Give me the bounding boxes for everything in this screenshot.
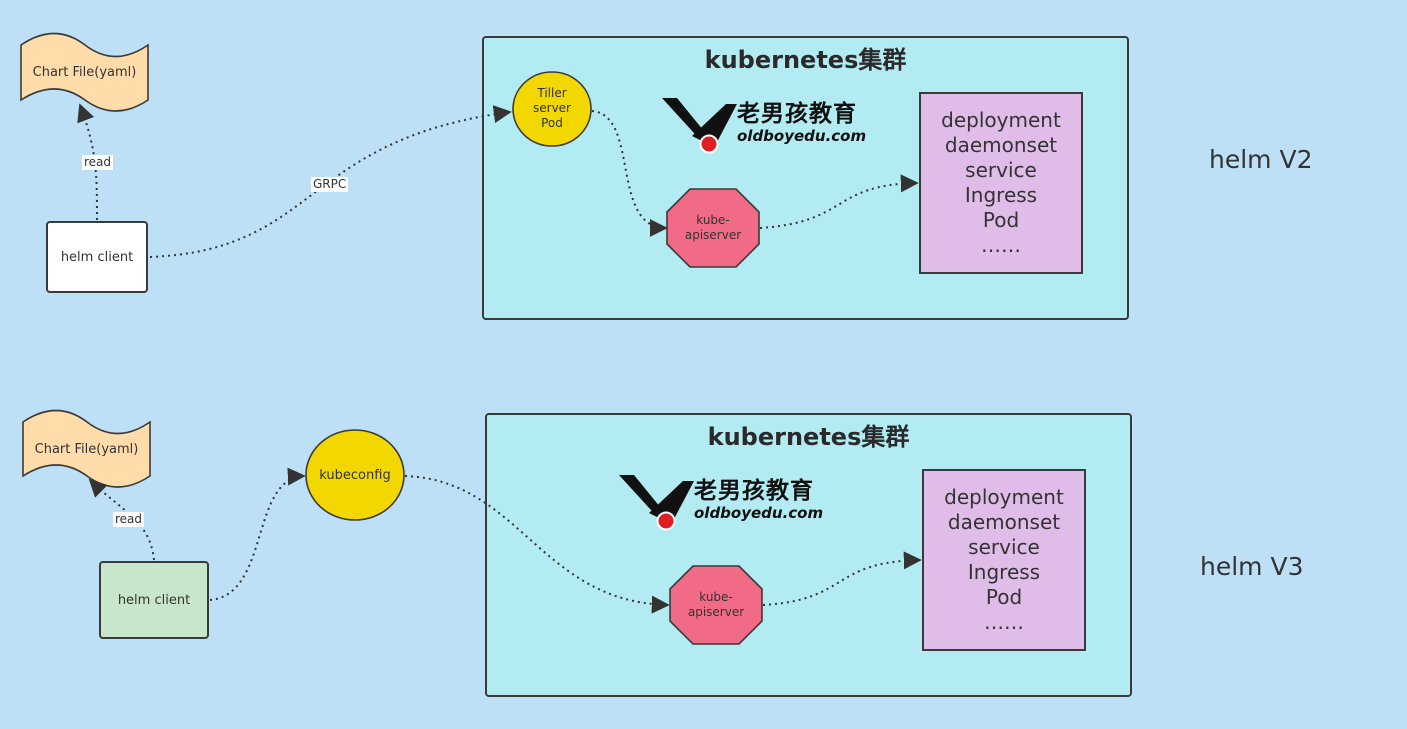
resource-daemonset: daemonset xyxy=(947,510,1061,534)
read-label-v2: read xyxy=(82,155,114,170)
kube-apiserver-v3[interactable] xyxy=(669,565,763,645)
chart-file-label-v2: Chart File(yaml) xyxy=(32,65,137,80)
helm-client-label: helm client xyxy=(60,249,134,265)
logo-text-v2: 老男孩教育 oldboyedu.com xyxy=(737,101,866,145)
resource-deployment: deployment xyxy=(941,108,1061,132)
logo-en: oldboyedu.com xyxy=(737,127,867,145)
chart-file-shape-v2[interactable] xyxy=(20,32,149,112)
tiller-server-pod[interactable] xyxy=(512,71,592,147)
resource-list-v3: deployment daemonset service Ingress Pod… xyxy=(922,469,1086,651)
resource-service: service xyxy=(968,535,1040,559)
logo-text-v3: 老男孩教育 oldboyedu.com xyxy=(694,478,823,522)
edge-read-v2 xyxy=(77,103,98,221)
cluster-title-v3: kubernetes集群 xyxy=(707,423,910,451)
tiller-label-line: Tiller xyxy=(537,86,567,100)
logo-en: oldboyedu.com xyxy=(694,504,824,522)
helm-client-v3[interactable]: helm client xyxy=(99,561,209,639)
resource-service: service xyxy=(965,158,1037,182)
kubeconfig-node[interactable] xyxy=(305,429,405,521)
apiserver-label-line: apiserver xyxy=(684,228,742,242)
tiller-label-line: Pod xyxy=(541,116,563,130)
resource-deployment: deployment xyxy=(944,485,1064,509)
version-label-v2: helm V2 xyxy=(1209,145,1313,174)
version-label-v3: helm V3 xyxy=(1200,552,1304,581)
apiserver-label-line: apiserver xyxy=(687,605,745,619)
edge-apiserver-to-resources-v3 xyxy=(762,551,922,606)
resource-daemonset: daemonset xyxy=(944,133,1058,157)
edge-grpc xyxy=(149,105,512,258)
tiller-label: Tiller server Pod xyxy=(513,86,591,131)
chart-file-shape-v3[interactable] xyxy=(22,409,151,488)
helm-client-v2[interactable]: helm client xyxy=(46,221,148,293)
kubeconfig-label: kubeconfig xyxy=(319,468,391,483)
logo-cn: 老男孩教育 xyxy=(737,101,857,127)
logo-cn: 老男孩教育 xyxy=(694,478,814,504)
oldboy-logo-icon xyxy=(619,475,694,531)
grpc-label: GRPC xyxy=(311,177,349,192)
apiserver-label-line: kube- xyxy=(699,590,733,604)
resource-pod: Pod xyxy=(982,208,1020,232)
resource-list-v2: deployment daemonset service Ingress Pod… xyxy=(919,92,1083,274)
oldboy-logo-icon xyxy=(662,98,737,154)
apiserver-label-line: kube- xyxy=(696,213,730,227)
edge-kubeconfig-to-apiserver xyxy=(404,475,670,614)
helm-client-label: helm client xyxy=(117,592,191,608)
cluster-title-v2: kubernetes集群 xyxy=(704,46,907,74)
edge-apiserver-to-resources-v2 xyxy=(759,174,919,229)
chart-file-label-v3: Chart File(yaml) xyxy=(34,442,139,457)
edge-client-to-kubeconfig xyxy=(209,467,306,601)
resource-pod: Pod xyxy=(985,585,1023,609)
apiserver-label-v2: kube- apiserver xyxy=(667,213,759,243)
resource-more: …… xyxy=(981,233,1021,257)
tiller-label-line: server xyxy=(533,101,571,115)
apiserver-label-v3: kube- apiserver xyxy=(670,590,762,620)
resource-ingress: Ingress xyxy=(967,560,1041,584)
resource-ingress: Ingress xyxy=(964,183,1038,207)
resource-more: …… xyxy=(984,610,1024,634)
edge-tiller-to-apiserver xyxy=(591,110,668,237)
read-label-v3: read xyxy=(113,512,145,527)
